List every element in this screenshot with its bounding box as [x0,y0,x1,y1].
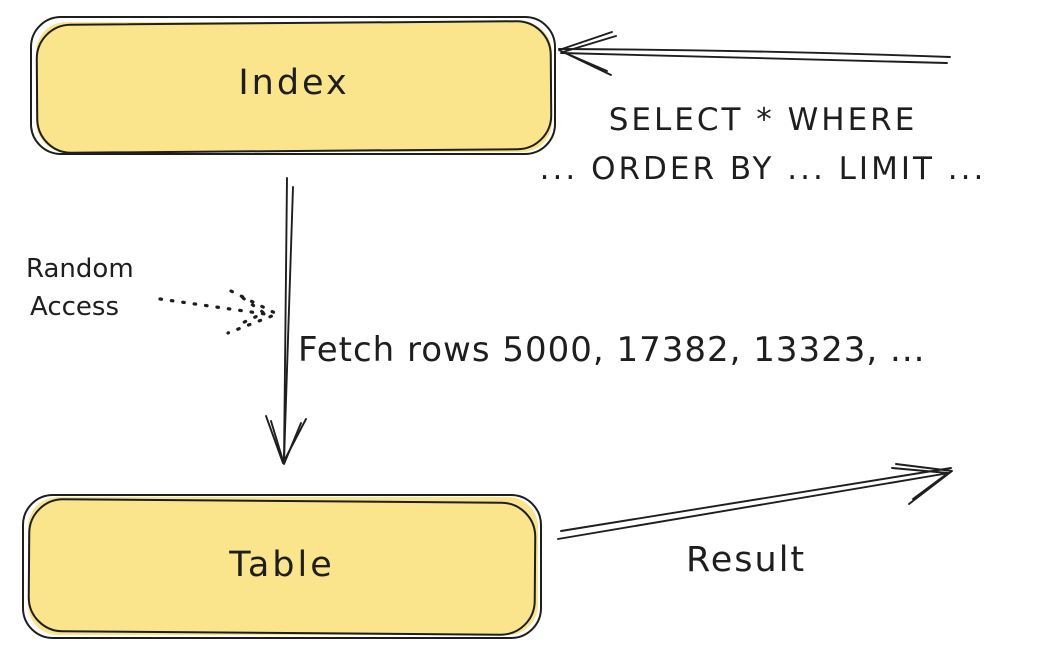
table-node-border-sketch [27,498,537,636]
query-edge-label-line1: SELECT * WHERE [608,102,918,138]
random-access-label: Random Access [26,250,134,326]
index-node-fill [36,22,552,152]
query-edge-label: SELECT * WHERE ... ORDER BY ... LIMIT ..… [470,96,1051,194]
table-node-box [22,494,542,639]
query-arrow-line-sketch [560,52,948,64]
random-access-arrow-line [158,297,274,317]
fetch-arrow-line-sketch [283,186,294,462]
fetch-edge-label: Fetch rows 5000, 17382, 13323, ... [298,330,926,370]
random-access-arrow-head-sketch [238,296,266,326]
fetch-arrow-line [283,177,288,462]
table-node-border [22,494,542,639]
index-node-border-sketch [35,20,553,154]
table-node-fill [28,497,538,635]
index-node-box [30,16,556,155]
table-node-label: Table [229,545,335,585]
result-arrow-line [557,472,950,540]
index-node-label: Index [238,63,350,103]
query-edge-label-line2: ... ORDER BY ... LIMIT ... [539,151,987,187]
result-arrow-head-sketch [891,467,949,500]
fetch-arrow-head-sketch [270,420,302,465]
query-arrow-head-sketch [562,35,617,72]
random-access-label-line1: Random [26,254,134,284]
random-access-label-line2: Access [30,292,120,322]
fetch-arrow arrow-down-icon [265,177,307,465]
index-node-border [30,16,556,155]
query-arrow-line [558,48,951,58]
result-arrow-line-sketch [560,467,952,532]
result-arrow-head [895,463,953,505]
result-arrow arrow-up-right-icon [557,463,953,540]
random-access-arrow dotted-arrow-right-icon [158,289,279,335]
query-arrow-head [558,31,613,76]
query-arrow arrow-left-icon [558,31,951,76]
result-edge-label: Result [686,540,807,580]
